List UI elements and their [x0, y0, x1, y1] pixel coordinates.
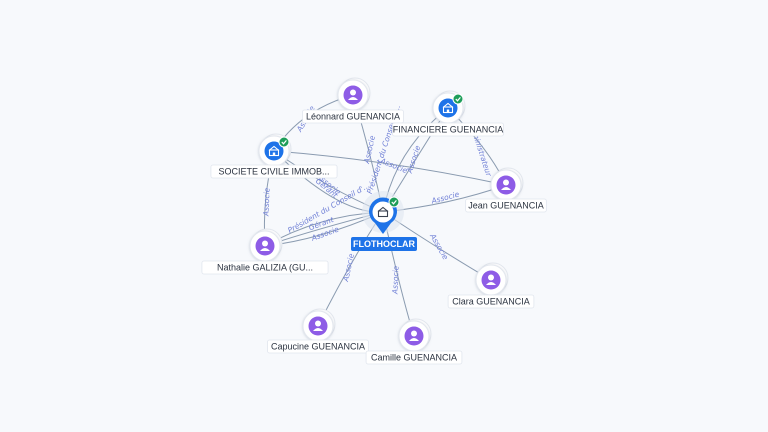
- center-node[interactable]: FLOTHOCLAR: [351, 191, 417, 251]
- node-nathalie-label: Nathalie GALIZIA (GU...: [217, 263, 313, 273]
- node-jean[interactable]: Jean GUENANCIA: [465, 167, 547, 213]
- node-capucine-label-box: [267, 339, 369, 354]
- node-financiere-label: FINANCIERE GUENANCIA: [393, 125, 504, 135]
- edge-label: Associe: [378, 156, 409, 175]
- node-capucine[interactable]: Capucine GUENANCIA: [267, 308, 369, 354]
- node-leonnard-label: Léonnard GUENANCIA: [306, 112, 400, 122]
- nodes-layer: Léonnard GUENANCIA FINANCIERE GUENANCIA SO…: [201, 77, 547, 365]
- node-camille[interactable]: Camille GUENANCIA: [365, 318, 463, 365]
- edge-jean-sci: [273, 148, 507, 186]
- node-camille-label-box: [365, 350, 463, 365]
- building-icon: [377, 210, 389, 218]
- node-jean-label-box: [465, 198, 547, 213]
- edge-label: Associe: [428, 231, 451, 261]
- edge-label: Associe: [341, 252, 356, 283]
- node-financiere-label-box: [392, 122, 504, 137]
- node-financiere[interactable]: FINANCIERE GUENANCIA: [392, 90, 504, 137]
- verified-check-icon: [452, 93, 464, 105]
- center-label: FLOTHOCLAR: [353, 239, 415, 249]
- edge-label: Associe: [261, 187, 271, 217]
- node-clara[interactable]: Clara GUENANCIA: [447, 262, 535, 309]
- node-sci-label: SOCIETE CIVILE IMMOB...: [218, 167, 329, 177]
- verified-check-icon: [278, 136, 290, 148]
- node-camille-label: Camille GUENANCIA: [371, 353, 457, 363]
- node-sci[interactable]: SOCIETE CIVILE IMMOB...: [210, 133, 338, 179]
- node-clara-label: Clara GUENANCIA: [452, 297, 530, 307]
- node-jean-label: Jean GUENANCIA: [468, 201, 544, 211]
- node-capucine-label: Capucine GUENANCIA: [271, 342, 365, 352]
- node-sci-label-box: [210, 164, 338, 179]
- node-clara-label-box: [447, 294, 535, 309]
- edge-label: Associe: [390, 265, 400, 295]
- edge-label: Associe: [430, 189, 461, 205]
- center-label-box: [351, 237, 417, 251]
- node-leonnard[interactable]: Léonnard GUENANCIA: [302, 77, 404, 124]
- node-nathalie[interactable]: Nathalie GALIZIA (GU...: [201, 228, 329, 275]
- node-nathalie-label-box: [201, 260, 329, 275]
- node-leonnard-label-box: [302, 109, 404, 124]
- verified-check-icon: [388, 196, 400, 208]
